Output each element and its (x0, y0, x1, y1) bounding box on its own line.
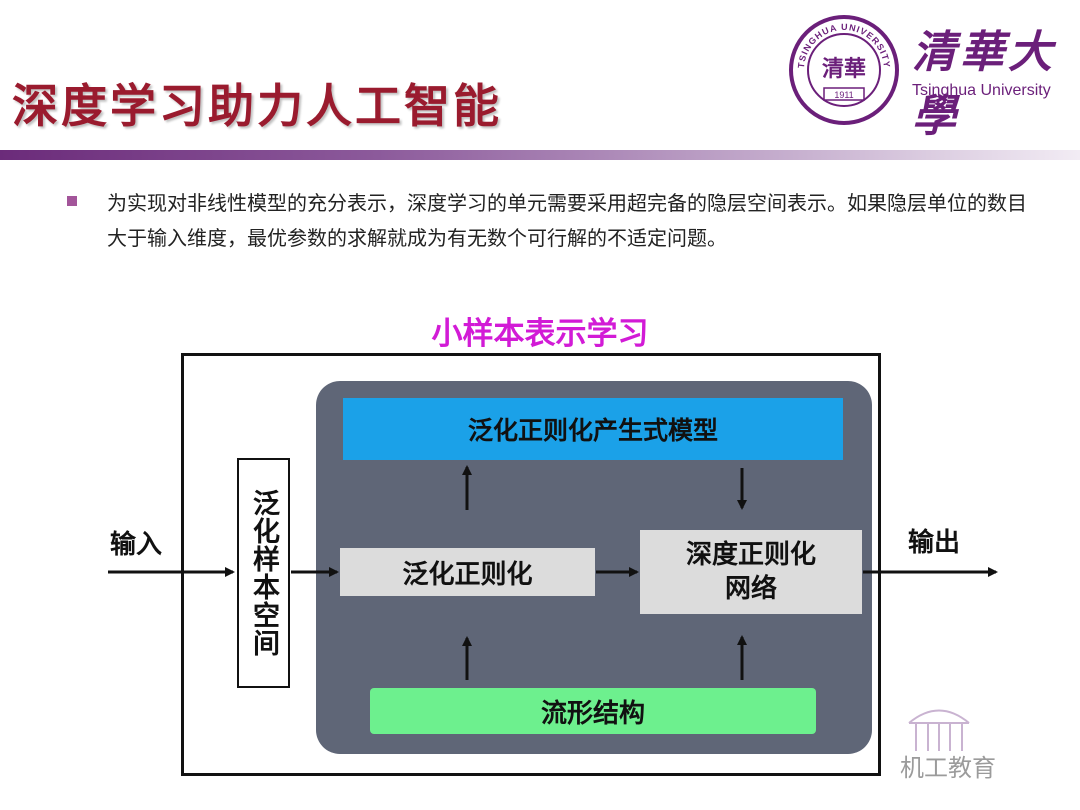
slide-title: 深度学习助力人工智能 (12, 79, 502, 133)
seal-year: 1911 (834, 90, 853, 100)
seal-center-text: 清華 (822, 56, 866, 82)
logo-chinese-name: 清華大學 (912, 27, 1056, 142)
regularization-box: 泛化正则化 (340, 548, 595, 596)
output-label: 输出 (908, 528, 961, 558)
bullet-square-icon (67, 196, 77, 206)
title-divider-bar (0, 150, 1080, 160)
input-label: 输入 (110, 530, 163, 560)
tsinghua-logo: TSINGHUA UNIVERSITY 清華 1911 清華大學 Tsinghu… (788, 14, 1068, 142)
manifold-box: 流形结构 (370, 688, 816, 734)
tsinghua-seal-icon: TSINGHUA UNIVERSITY 清華 1911 (789, 15, 899, 125)
watermark-text: 机工教育 (900, 754, 996, 782)
bullet-text: 为实现对非线性模型的充分表示，深度学习的单元需要采用超完备的隐层空间表示。如果隐… (107, 191, 1027, 250)
logo-english-name: Tsinghua University (912, 82, 1051, 99)
generative-model-box: 泛化正则化产生式模型 (343, 398, 843, 460)
watermark-building-icon (908, 709, 970, 751)
deep-network-box: 深度正则化网络 (640, 530, 862, 614)
sample-space-box: 泛化样本空间 (237, 458, 290, 688)
diagram-title: 小样本表示学习 (431, 316, 649, 352)
